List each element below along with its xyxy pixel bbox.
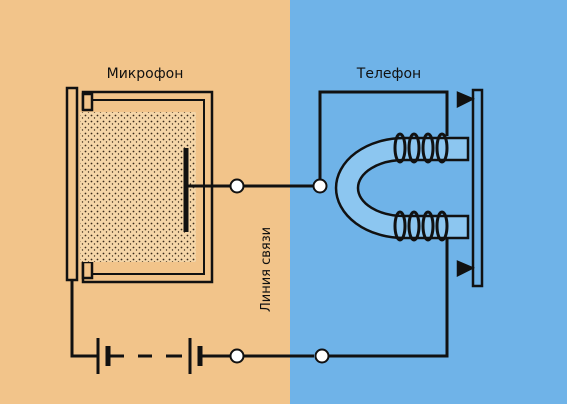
communication-line-label: Линия связи xyxy=(259,227,274,312)
telephone-label: Телефон xyxy=(356,66,421,82)
membrane-mount-top xyxy=(456,91,475,109)
terminal-mic-bottom xyxy=(229,348,245,364)
membrane-mount-bottom xyxy=(456,260,475,278)
telephone-receiver xyxy=(334,88,484,288)
top-coil xyxy=(393,132,449,164)
microphone-label: Микрофон xyxy=(107,66,184,82)
microphone-diaphragm xyxy=(65,86,79,282)
bottom-coil xyxy=(393,210,449,242)
telephone-membrane xyxy=(471,88,484,288)
terminal-phone-bottom xyxy=(314,348,330,364)
terminals xyxy=(229,178,330,364)
telephone-side-background xyxy=(290,0,567,404)
terminal-mic-top xyxy=(229,178,245,194)
carbon-granules xyxy=(80,112,196,262)
terminal-phone-top xyxy=(312,178,328,194)
battery xyxy=(96,338,206,374)
